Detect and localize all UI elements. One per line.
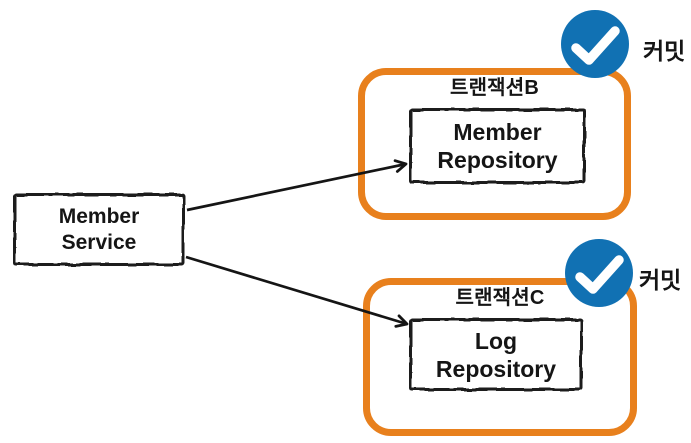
- member-repository-border: [409, 108, 586, 184]
- member-service-border: [13, 193, 185, 266]
- member-repository-label-line1: Member: [453, 119, 542, 145]
- member-repository-label: Member Repository: [409, 108, 586, 184]
- transaction-c-title: 트랜잭션C: [455, 287, 545, 309]
- member-repository-label-line2: Repository: [437, 147, 558, 173]
- transaction-b-title: 트랜잭션B: [449, 77, 540, 99]
- member-service-node: Member Service: [13, 193, 185, 266]
- member-repository-node: Member Repository: [409, 108, 586, 184]
- transaction-c-group: 트랜잭션C Log Repository: [363, 278, 637, 436]
- commit-label-transaction-c: 커밋: [639, 267, 682, 293]
- member-service-label: Member Service: [13, 193, 185, 266]
- commit-badge-transaction-c: [565, 239, 633, 307]
- transaction-b-group: 트랜잭션B Member Repository: [358, 68, 631, 220]
- checkmark-icon: [565, 239, 633, 307]
- commit-badge-transaction-b: [561, 10, 629, 78]
- log-repository-label: Log Repository: [409, 318, 583, 391]
- log-repository-label-line2: Repository: [435, 355, 557, 382]
- log-repository-label-line1: Log: [474, 327, 518, 354]
- checkmark-icon: [561, 10, 629, 78]
- member-service-label-line1: Member: [58, 204, 140, 228]
- log-repository-node: Log Repository: [409, 318, 583, 391]
- log-repository-border: [409, 318, 583, 391]
- member-service-label-line2: Service: [61, 230, 137, 254]
- commit-label-transaction-b: 커밋: [643, 38, 686, 64]
